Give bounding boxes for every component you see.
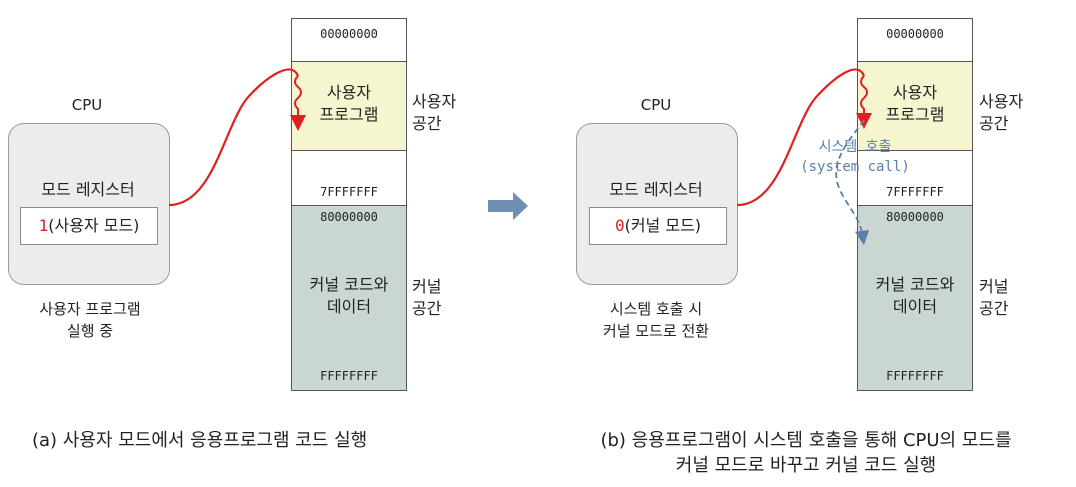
side-user-space-b: 사용자 공간 <box>979 91 1023 135</box>
side-user-space-b-line1: 사용자 <box>979 92 1024 111</box>
execution-arrow-a <box>290 75 306 131</box>
user-program-label-b: 사용자 프로그램 <box>858 82 972 126</box>
right-arrow-icon <box>488 192 528 220</box>
syscall-label: 시스템 호출 (system call) <box>770 137 940 177</box>
side-kernel-space-a-line2: 공간 <box>412 299 442 318</box>
execution-arrow-b <box>856 75 872 129</box>
addr-kernel-start-b: 80000000 <box>886 210 944 224</box>
side-user-space-b-line2: 공간 <box>979 114 1009 133</box>
syscall-label-line1: 시스템 호출 <box>818 139 892 155</box>
addr-top-b: 00000000 <box>886 27 944 41</box>
side-user-space-a: 사용자 공간 <box>412 91 456 135</box>
memory-map-a: 00000000 사용자 프로그램 7FFFFFFF 80000000 커널 코… <box>291 18 407 391</box>
cpu-label-b: CPU <box>640 96 672 114</box>
bottom-caption-b-line1: (b) 응용프로그램이 시스템 호출을 통해 CPU의 모드를 <box>600 430 1012 451</box>
bottom-caption-b: (b) 응용프로그램이 시스템 호출을 통해 CPU의 모드를 커널 모드로 바… <box>546 428 1066 478</box>
addr-kernel-start-a: 80000000 <box>320 210 378 224</box>
cpu-caption-b-line2: 커널 모드로 전환 <box>602 322 710 340</box>
memory-map-b: 00000000 사용자 프로그램 7FFFFFFF 80000000 커널 코… <box>857 18 973 391</box>
side-kernel-space-b: 커널 공간 <box>979 276 1008 320</box>
syscall-arrow <box>835 119 870 246</box>
cpu-to-user-program-curve-a <box>168 68 300 207</box>
bottom-caption-b-line2: 커널 모드로 바꾸고 커널 코드 실행 <box>675 455 937 476</box>
mode-register-label-b: 모드 레지스터 <box>609 180 703 199</box>
kernel-label-b-line2: 데이터 <box>892 297 938 316</box>
cpu-caption-b: 시스템 호출 시 커널 모드로 전환 <box>566 298 746 342</box>
cpu-caption-a: 사용자 프로그램 실행 중 <box>0 298 180 342</box>
side-user-space-a-line1: 사용자 <box>412 92 457 111</box>
mode-bit-b: 0 <box>614 216 625 235</box>
kernel-label-a-line1: 커널 코드와 <box>309 275 389 294</box>
mode-register-value-b: (커널 모드) <box>624 216 702 235</box>
kernel-label-b-line1: 커널 코드와 <box>875 275 955 294</box>
user-program-segment-a: 사용자 프로그램 <box>292 61 406 151</box>
mode-register-value-a: (사용자 모드) <box>48 216 140 235</box>
kernel-label-a-line2: 데이터 <box>326 297 372 316</box>
side-kernel-space-a: 커널 공간 <box>412 276 441 320</box>
user-program-label-a: 사용자 프로그램 <box>292 82 406 126</box>
side-kernel-space-b-line2: 공간 <box>979 299 1009 318</box>
mode-register-b: 0(커널 모드) <box>589 207 727 245</box>
user-program-label-a-line2: 프로그램 <box>319 105 379 124</box>
cpu-caption-a-line2: 실행 중 <box>66 322 114 340</box>
side-kernel-space-b-line1: 커널 <box>979 277 1009 296</box>
syscall-label-line2: (system call) <box>800 159 910 175</box>
mode-register-label-a: 모드 레지스터 <box>41 180 135 199</box>
user-program-label-a-line1: 사용자 <box>326 83 372 102</box>
kernel-segment-a: 80000000 커널 코드와 데이터 FFFFFFFF <box>292 205 406 390</box>
kernel-segment-b: 80000000 커널 코드와 데이터 FFFFFFFF <box>858 205 972 390</box>
kernel-label-a: 커널 코드와 데이터 <box>292 274 406 318</box>
addr-user-end-b: 7FFFFFFF <box>886 185 944 199</box>
addr-bottom-b: FFFFFFFF <box>886 369 944 383</box>
user-program-label-b-line1: 사용자 <box>892 83 938 102</box>
user-program-label-b-line2: 프로그램 <box>885 105 945 124</box>
cpu-caption-b-line1: 시스템 호출 시 <box>609 300 703 318</box>
side-user-space-a-line2: 공간 <box>412 114 442 133</box>
mode-register-a: 1(사용자 모드) <box>20 207 158 245</box>
bottom-caption-a: (a) 사용자 모드에서 응용프로그램 코드 실행 <box>32 430 368 451</box>
addr-user-end-a: 7FFFFFFF <box>320 185 378 199</box>
user-program-segment-b: 사용자 프로그램 <box>858 61 972 151</box>
cpu-caption-a-line1: 사용자 프로그램 <box>39 300 141 318</box>
kernel-label-b: 커널 코드와 데이터 <box>858 274 972 318</box>
cpu-box-b <box>576 123 738 285</box>
addr-bottom-a: FFFFFFFF <box>320 369 378 383</box>
mode-bit-a: 1 <box>38 216 49 235</box>
addr-top-a: 00000000 <box>320 27 378 41</box>
cpu-to-user-program-curve-b <box>736 68 866 207</box>
cpu-label-a: CPU <box>71 96 103 114</box>
side-kernel-space-a-line1: 커널 <box>412 277 442 296</box>
